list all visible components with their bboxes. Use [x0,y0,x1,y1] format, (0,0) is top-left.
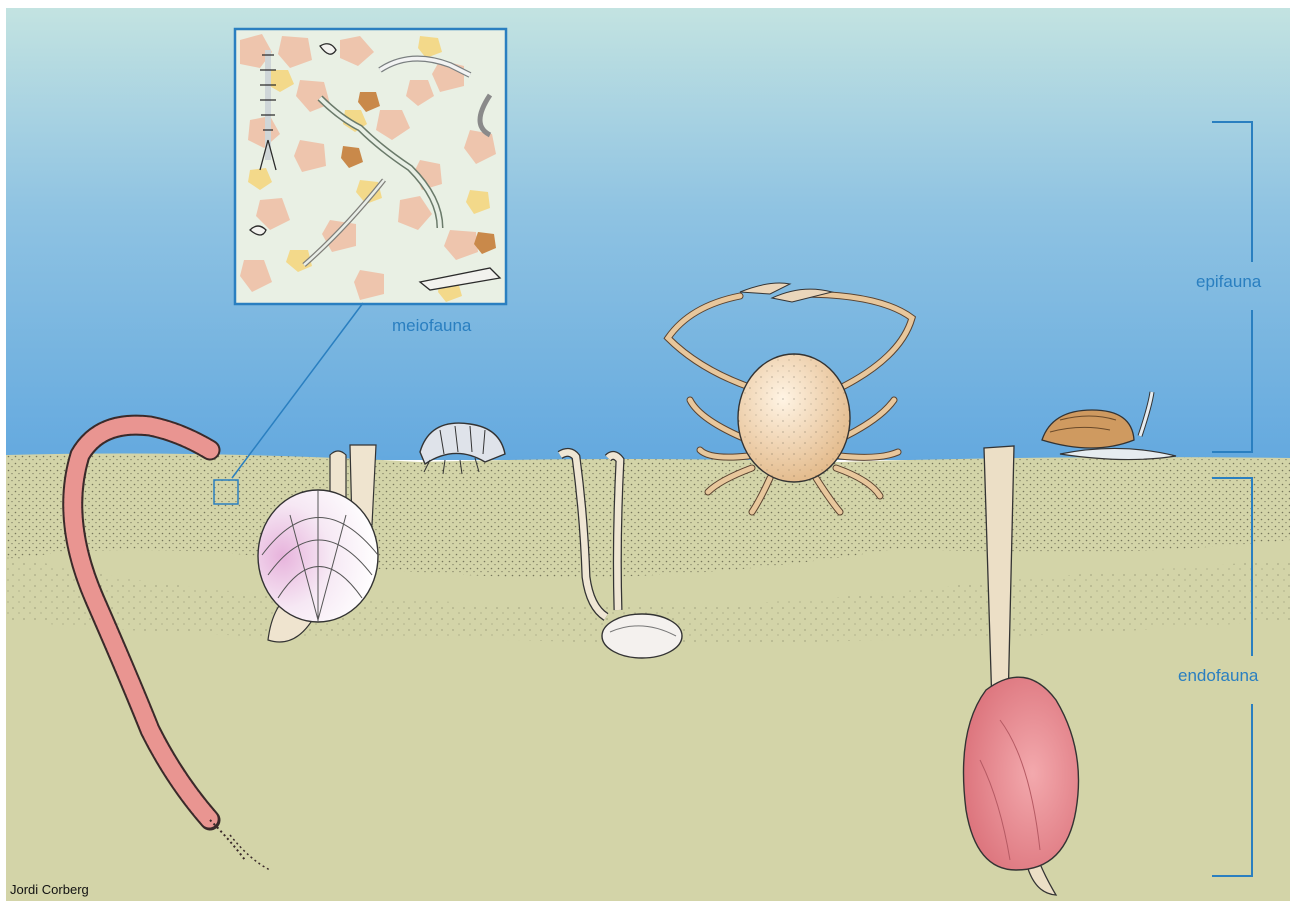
epifauna-label: epifauna [1196,272,1261,292]
artist-credit: Jordi Corberg [10,882,89,897]
water-background [6,8,1290,460]
endofauna-label: endofauna [1178,666,1258,686]
meiofauna-inset [235,29,506,304]
meiofauna-label: meiofauna [392,316,471,336]
